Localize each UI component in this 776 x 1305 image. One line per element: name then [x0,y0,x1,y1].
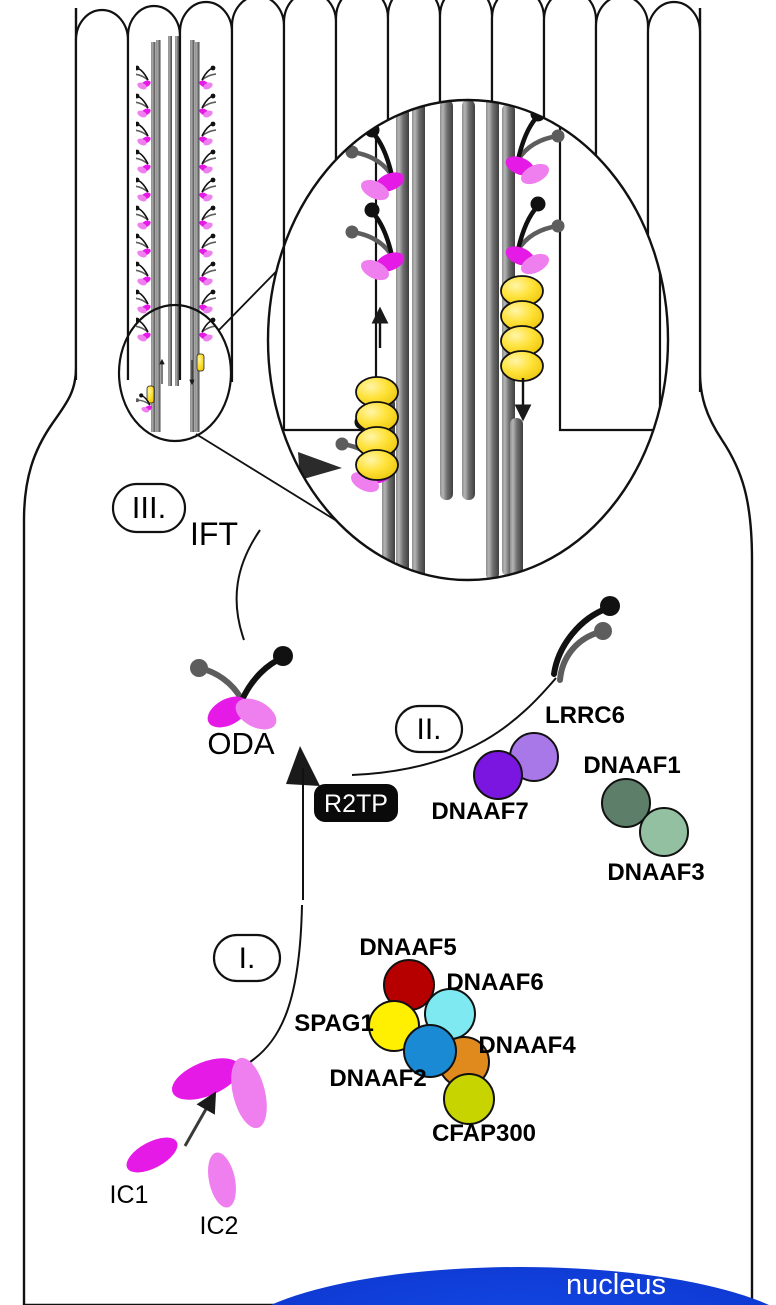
oda-inset-left-mid [345,202,405,281]
protein-cfap300[interactable] [443,1073,495,1125]
stage-1-badge: I. [212,933,282,983]
ift-train-retrograde [355,376,399,481]
ic-subunits: IC1 IC2 [110,1050,273,1240]
stage2-arrowhead [286,746,320,786]
label-spag1: SPAG1 [294,1010,374,1037]
ic2-monomer[interactable] [203,1150,240,1210]
ift-label: IFT [190,516,238,552]
protein-dnaaf2[interactable] [403,1024,457,1078]
oda-cytoplasmic [190,646,293,730]
entry-arrowhead [298,452,342,480]
protein-dnaaf1[interactable] [601,778,651,828]
ic-dimerization-arrow [183,1091,217,1147]
cilium [230,0,286,382]
stage-3-roman: III. [132,490,166,525]
axoneme-detail [136,36,216,432]
label-dnaaf5: DNAAF5 [359,934,456,961]
oda-inset-right-top [505,106,565,185]
stage-2-badge: II. [394,704,464,754]
oda-partial-stage2 [551,596,620,683]
ic1-dimer-lobe[interactable] [166,1050,245,1108]
microtubule-doublets [382,100,523,580]
protein-dnaaf7[interactable] [473,750,523,800]
label-dnaaf3: DNAAF3 [607,859,704,886]
r2tp-label: R2TP [324,790,388,818]
label-lrrc6: LRRC6 [545,702,625,729]
oda-row-right [199,65,216,342]
cilium [178,0,234,380]
label-dnaaf7: DNAAF7 [431,798,528,825]
stage-2-roman: II. [416,713,441,746]
ic2-dimer-lobe[interactable] [225,1054,273,1132]
label-cfap300: CFAP300 [432,1120,536,1147]
ift-train-small [136,353,205,413]
stage1-proteins: DNAAF5 DNAAF6 SPAG1 DNAAF2 DNAAF4 CFAP30… [294,934,576,1147]
stage-3-badge: III. [111,482,187,534]
zoom-inset [266,98,670,582]
label-dnaaf2: DNAAF2 [329,1065,426,1092]
oda-row-left [136,65,151,342]
protein-dnaaf3[interactable] [639,807,689,857]
oda-inset-left-top [345,122,405,201]
label-ic2: IC2 [200,1212,239,1240]
label-ic1: IC1 [110,1181,149,1209]
label-dnaaf1: DNAAF1 [583,752,680,779]
nucleus: nucleus [271,1267,769,1305]
cilium [74,8,130,380]
label-dnaaf4: DNAAF4 [478,1032,576,1059]
ic1-monomer[interactable] [121,1130,183,1179]
ift-train-anterograde [500,275,544,382]
zoom-source-circle [117,303,233,443]
oda-label: ODA [207,726,275,761]
stage1-path [249,904,303,1063]
label-dnaaf6: DNAAF6 [446,969,543,996]
nucleus-label: nucleus [566,1269,666,1301]
stage2-maturation-path [351,677,557,776]
r2tp-badge: R2TP [314,784,398,822]
ift-transport-path [235,529,261,641]
oda-inset-right-mid [505,196,565,275]
stage-1-roman: I. [239,942,256,975]
stage2-proteins: LRRC6 DNAAF7 DNAAF1 DNAAF3 [431,702,704,886]
